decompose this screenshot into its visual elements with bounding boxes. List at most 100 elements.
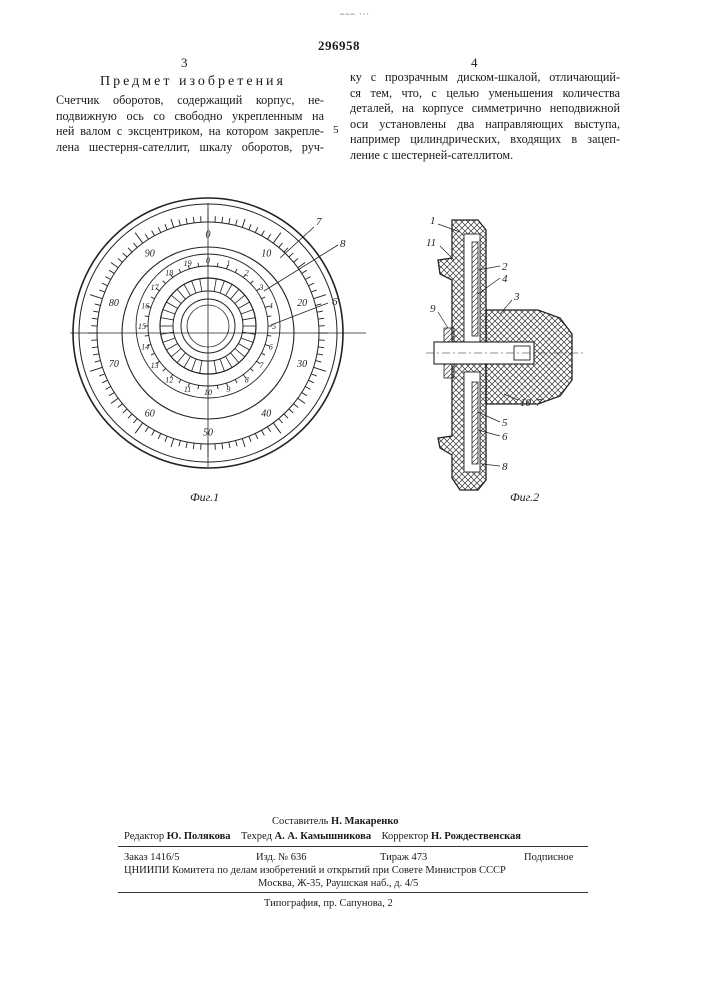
outer-scale-tick [123,253,127,257]
inner-scale-label: 9 [226,385,230,394]
imprint-organization: ЦНИИПИ Комитета по делам изобретений и о… [124,864,506,877]
inner-scale-label: 5 [272,322,276,331]
imprint-compiler: Составитель Н. Макаренко [272,815,398,828]
inner-scale-tick [250,281,253,284]
outer-scale-label: 50 [203,428,213,439]
section-title: Предмет изобретения [100,74,286,90]
outer-scale-tick [95,361,101,362]
outer-scale-tick [261,230,264,235]
claim-left-line: ней валом с эксцентриком, на котором зак… [56,124,324,140]
gear-tooth [220,281,224,293]
outer-scale-tick [99,374,105,376]
inner-scale-tick [261,353,265,355]
gear-tooth [166,302,177,309]
gear-tooth [241,338,253,342]
outer-scale-tick [93,311,99,312]
gear-tooth [177,353,185,363]
claim-text-right: ку с прозрачным диском-шкалой, отличающи… [350,70,620,164]
callout-6: 6 [502,431,508,443]
leader-9 [438,312,448,328]
outer-scale-tick [317,354,323,355]
callout-11: 11 [426,237,436,249]
outer-scale-tick [222,217,223,223]
inner-scale-label: 18 [165,269,173,278]
figure-2-section-drawing: 1 11 2 4 3 9 5 6 10 7 8 [420,210,590,500]
outer-scale-tick [249,224,251,230]
inner-scale-label: 15 [138,322,146,331]
inner-scale-tick [179,269,181,273]
inner-scale-label: 14 [141,342,149,351]
outer-scale-tick [93,354,99,355]
scale-disc-upper [472,242,478,336]
imprint-order: Заказ 1416/5 [124,851,179,864]
inner-scale-tick [198,263,199,267]
gear-tooth [238,302,249,309]
outer-scale-tick [133,243,137,248]
inner-scale-tick [198,385,199,389]
inner-scale-tick [145,316,149,317]
compiler-label: Составитель [272,816,328,827]
inner-scale-tick [217,385,218,389]
outer-scale-tick [294,258,299,262]
outer-scale-tick [171,219,174,228]
outer-scale-tick [305,386,310,389]
outer-scale-tick [236,220,237,226]
outer-scale-tick [193,217,194,223]
outer-scale-tick [236,441,237,447]
outer-scale-tick [261,430,264,435]
outer-scale-label: 40 [261,409,271,420]
outer-scale-tick [135,423,143,434]
claim-right-line: оси установлены два направляющих выступа… [350,117,620,133]
imprint-subscription: Подписное [524,851,573,864]
inner-scale-label: 17 [151,283,160,292]
claim-right-line: деталей, на корпусе симметрично неподвиж… [350,101,620,117]
column-number-right: 4 [471,55,478,71]
claim-right-line: ление с шестерней-сателлитом. [350,148,620,164]
gear-tooth [171,295,181,303]
inner-scale-tick [261,297,265,299]
inner-scale-label: 12 [165,375,173,384]
inner-scale-label: 11 [184,385,191,394]
column-number-left: 3 [181,55,188,71]
gear-tooth [163,338,175,342]
outer-scale-tick [123,409,127,413]
outer-scale-tick [111,262,118,267]
gear-tooth [200,360,202,373]
outer-scale-tick [289,409,293,413]
outer-scale-tick [111,398,118,403]
inner-scale-label: 13 [151,361,159,370]
gear-tooth [166,344,177,351]
outer-scale-tick [152,430,155,435]
outer-scale-tick [165,224,167,230]
outer-scale-tick [171,439,174,448]
patent-number: 296958 [318,38,360,54]
outer-scale-tick [298,398,305,403]
outer-scale-tick [284,414,288,418]
outer-scale-tick [316,304,322,305]
editor-name: Ю. Полякова [167,831,231,842]
inner-scale-tick [267,335,271,336]
gear-tooth [192,359,196,371]
callout-8: 8 [340,238,346,250]
callout-1: 1 [430,215,436,227]
gear-tooth [220,359,224,371]
outer-scale-tick [302,270,307,273]
scale-disc-lower [472,382,478,464]
inner-scale-label: 3 [258,283,263,292]
figure-1-caption: Фиг.1 [190,490,219,505]
outer-scale-tick [118,404,123,408]
outer-scale-tick [229,442,230,448]
outer-scale-tick [90,367,102,371]
compiler-name: Н. Макаренко [331,816,398,827]
outer-scale-tick [186,442,187,448]
imprint-circulation: Тираж 473 [380,851,427,864]
outer-scale-label: 0 [206,230,211,241]
outer-scale-tick [186,218,187,224]
claim-left-line: подвижную ось со свободно укрепленным на [56,109,324,125]
gear-tooth [226,356,233,367]
outer-scale-tick [305,277,310,280]
inner-scale-label: 16 [141,302,149,311]
inner-scale-label: 4 [269,302,273,311]
outer-scale-tick [165,436,167,442]
outer-scale-tick [318,318,324,319]
